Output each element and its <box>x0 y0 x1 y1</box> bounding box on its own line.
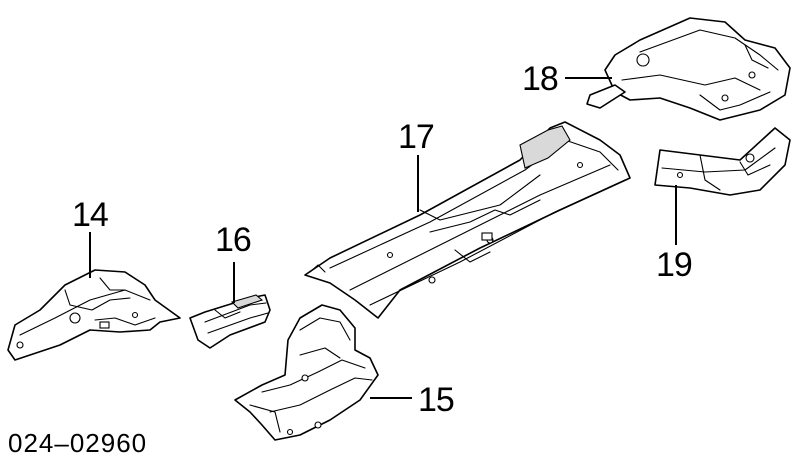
reference-code: 024–02960 <box>8 428 148 458</box>
part-17-tunnel-shield <box>304 121 631 319</box>
part-14-front-shield <box>7 269 181 361</box>
part-19-rear-shield <box>654 127 791 196</box>
callout-18: 18 <box>522 60 559 98</box>
part-16-strip-shield <box>189 294 271 349</box>
callout-19: 19 <box>656 246 693 284</box>
callout-17: 17 <box>398 118 435 156</box>
part-18-muffler-shield <box>586 17 791 121</box>
callout-15: 15 <box>418 381 455 419</box>
part-15-exhaust-shield <box>234 304 379 441</box>
callout-14: 14 <box>72 196 109 234</box>
callout-16: 16 <box>215 221 252 259</box>
